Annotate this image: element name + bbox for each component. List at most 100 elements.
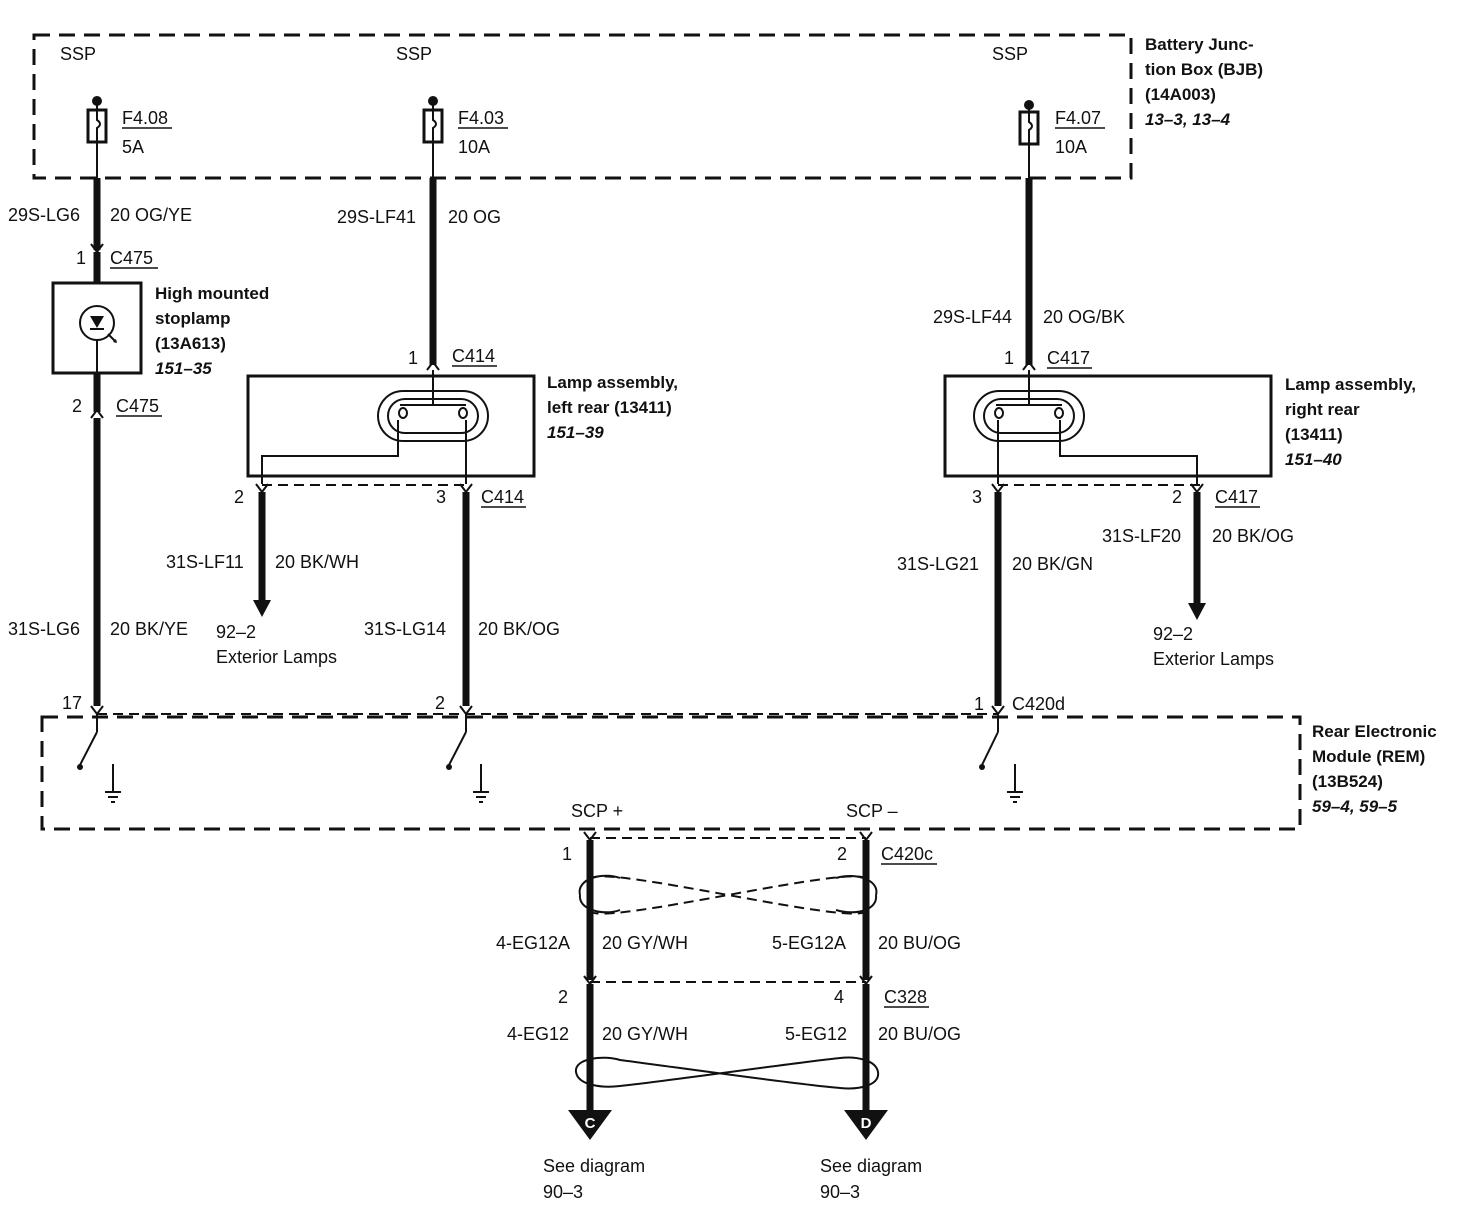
pin-number: 2 <box>1172 487 1182 507</box>
connector-c328: C328 <box>884 987 927 1007</box>
scp-plus-label: SCP + <box>571 801 623 821</box>
pin-number: 3 <box>436 487 446 507</box>
right-lamp-name-3: (13411) <box>1285 425 1343 444</box>
rem-name-2: Module (REM) <box>1312 747 1425 766</box>
wire-circuit: 29S-LF44 <box>933 307 1012 327</box>
right-lamp-name-1: Lamp assembly, <box>1285 375 1416 394</box>
pin-number: 2 <box>435 693 445 713</box>
bjb-title-3: (14A003) <box>1145 85 1216 104</box>
wire-gauge: 20 BU/OG <box>878 1024 961 1044</box>
rear-electronic-module: SCP + SCP – Rear Electronic Module (REM)… <box>40 713 1437 831</box>
wire-circuit: 31S-LG6 <box>8 619 80 639</box>
pin-number: 2 <box>837 844 847 864</box>
pin-number: 3 <box>972 487 982 507</box>
connector-c417: C417 <box>1215 487 1258 507</box>
connector-c475: C475 <box>116 396 159 416</box>
stoplamp-name-2: stoplamp <box>155 309 231 328</box>
rem-ref: 59–4, 59–5 <box>1312 797 1398 816</box>
scp-minus-label: SCP – <box>846 801 898 821</box>
pin-number: 4 <box>834 987 844 1007</box>
left-rear-lamp-circuit: 29S-LF41 20 OG 1 C414 Lamp assembly, lef… <box>166 178 678 716</box>
ext-lamps-label: Exterior Lamps <box>1153 649 1274 669</box>
rem-name-3: (13B524) <box>1312 772 1383 791</box>
bjb-ref: 13–3, 13–4 <box>1145 110 1231 129</box>
fuse-f4-07: F4.07 10A <box>1018 100 1105 178</box>
pin-number: 1 <box>974 694 984 714</box>
connector-c414: C414 <box>452 346 495 366</box>
left-lamp-component <box>246 370 536 484</box>
ssp-label-3: SSP <box>992 44 1028 64</box>
fuse-rating: 10A <box>1055 137 1087 157</box>
stoplamp-circuit: 29S-LG6 20 OG/YE 1 C475 High mounted sto… <box>8 178 269 716</box>
right-lamp-ref: 151–40 <box>1285 450 1342 469</box>
wire-gauge: 20 OG <box>448 207 501 227</box>
ssp-label-2: SSP <box>396 44 432 64</box>
pin-number: 1 <box>408 348 418 368</box>
stoplamp-component <box>51 281 143 375</box>
see-diagram-ref: 90–3 <box>543 1182 583 1202</box>
see-diagram-label: See diagram <box>543 1156 645 1176</box>
wire-gauge: 20 BK/OG <box>1212 526 1294 546</box>
scp-bus: 1 2 C420c 4-EG12A 20 GY/WH 5-EG12A 20 BU… <box>496 831 961 1202</box>
right-rear-lamp-circuit: 29S-LF44 20 OG/BK 1 C417 Lamp assembly, … <box>897 178 1416 716</box>
ext-lamps-ref: 92–2 <box>1153 624 1193 644</box>
bjb-title-2: tion Box (BJB) <box>1145 60 1263 79</box>
fuse-rating: 10A <box>458 137 490 157</box>
wire-circuit: 29S-LF41 <box>337 207 416 227</box>
rem-name-1: Rear Electronic <box>1312 722 1437 741</box>
left-lamp-ref: 151–39 <box>547 423 604 442</box>
ext-lamps-ref: 92–2 <box>216 622 256 642</box>
bjb-title-1: Battery Junc- <box>1145 35 1254 54</box>
output-letter: C <box>585 1115 596 1132</box>
pin-number: 1 <box>1004 348 1014 368</box>
wire-circuit: 4-EG12A <box>496 933 570 953</box>
connector-c475: C475 <box>110 248 153 268</box>
rem-switch-2 <box>446 714 489 803</box>
fuse-f4-03: F4.03 10A <box>422 96 508 178</box>
pin-number: 1 <box>562 844 572 864</box>
see-diagram-label: See diagram <box>820 1156 922 1176</box>
fuse-f4-08: F4.08 5A <box>86 96 172 178</box>
stoplamp-name-1: High mounted <box>155 284 269 303</box>
wire-gauge: 20 BK/OG <box>478 619 560 639</box>
fuse-id: F4.03 <box>458 108 504 128</box>
wire-circuit: 31S-LG21 <box>897 554 979 574</box>
right-lamp-name-2: right rear <box>1285 400 1360 419</box>
battery-junction-box: SSP SSP SSP F4.08 5A F4.03 10A <box>32 33 1263 180</box>
wire-circuit: 31S-LF20 <box>1102 526 1181 546</box>
wire-gauge: 20 OG/YE <box>110 205 192 225</box>
pin-number: 2 <box>234 487 244 507</box>
fuse-id: F4.08 <box>122 108 168 128</box>
fuse-id: F4.07 <box>1055 108 1101 128</box>
stoplamp-name-3: (13A613) <box>155 334 226 353</box>
fuse-rating: 5A <box>122 137 144 157</box>
pin-number: 2 <box>558 987 568 1007</box>
wire-circuit: 29S-LG6 <box>8 205 80 225</box>
wire-circuit: 4-EG12 <box>507 1024 569 1044</box>
pin-number: 1 <box>76 248 86 268</box>
connector-c420d: C420d <box>1012 694 1065 714</box>
wire-gauge: 20 BU/OG <box>878 933 961 953</box>
stoplamp-ref: 151–35 <box>155 359 212 378</box>
left-lamp-name-1: Lamp assembly, <box>547 373 678 392</box>
wire-circuit: 5-EG12A <box>772 933 846 953</box>
left-lamp-name-2: left rear (13411) <box>547 398 672 417</box>
output-arrow-c: C <box>568 1110 612 1140</box>
rem-switch-3 <box>979 714 1023 803</box>
connector-c420c: C420c <box>881 844 933 864</box>
output-letter: D <box>861 1115 872 1132</box>
wire-circuit: 31S-LF11 <box>166 552 244 572</box>
wire-gauge: 20 GY/WH <box>602 1024 688 1044</box>
see-diagram-ref: 90–3 <box>820 1182 860 1202</box>
ssp-label-1: SSP <box>60 44 96 64</box>
pin-number: 17 <box>62 693 82 713</box>
right-lamp-component <box>943 370 1273 484</box>
rem-switch-1 <box>77 714 121 803</box>
wire-gauge: 20 BK/GN <box>1012 554 1093 574</box>
pin-number: 2 <box>72 396 82 416</box>
output-arrow-d: D <box>844 1110 888 1140</box>
wire-gauge: 20 OG/BK <box>1043 307 1125 327</box>
connector-c414: C414 <box>481 487 524 507</box>
wire-circuit: 31S-LG14 <box>364 619 446 639</box>
